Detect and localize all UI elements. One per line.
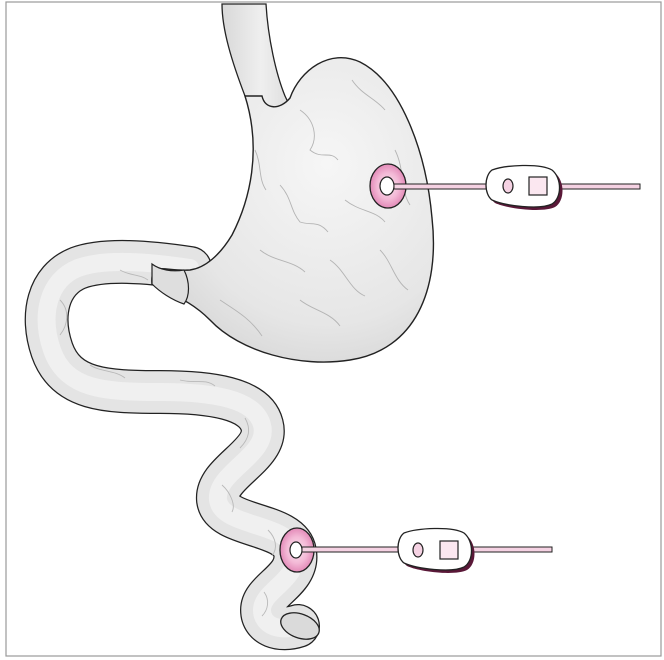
jejunostomy-tube-icon [280,528,552,573]
